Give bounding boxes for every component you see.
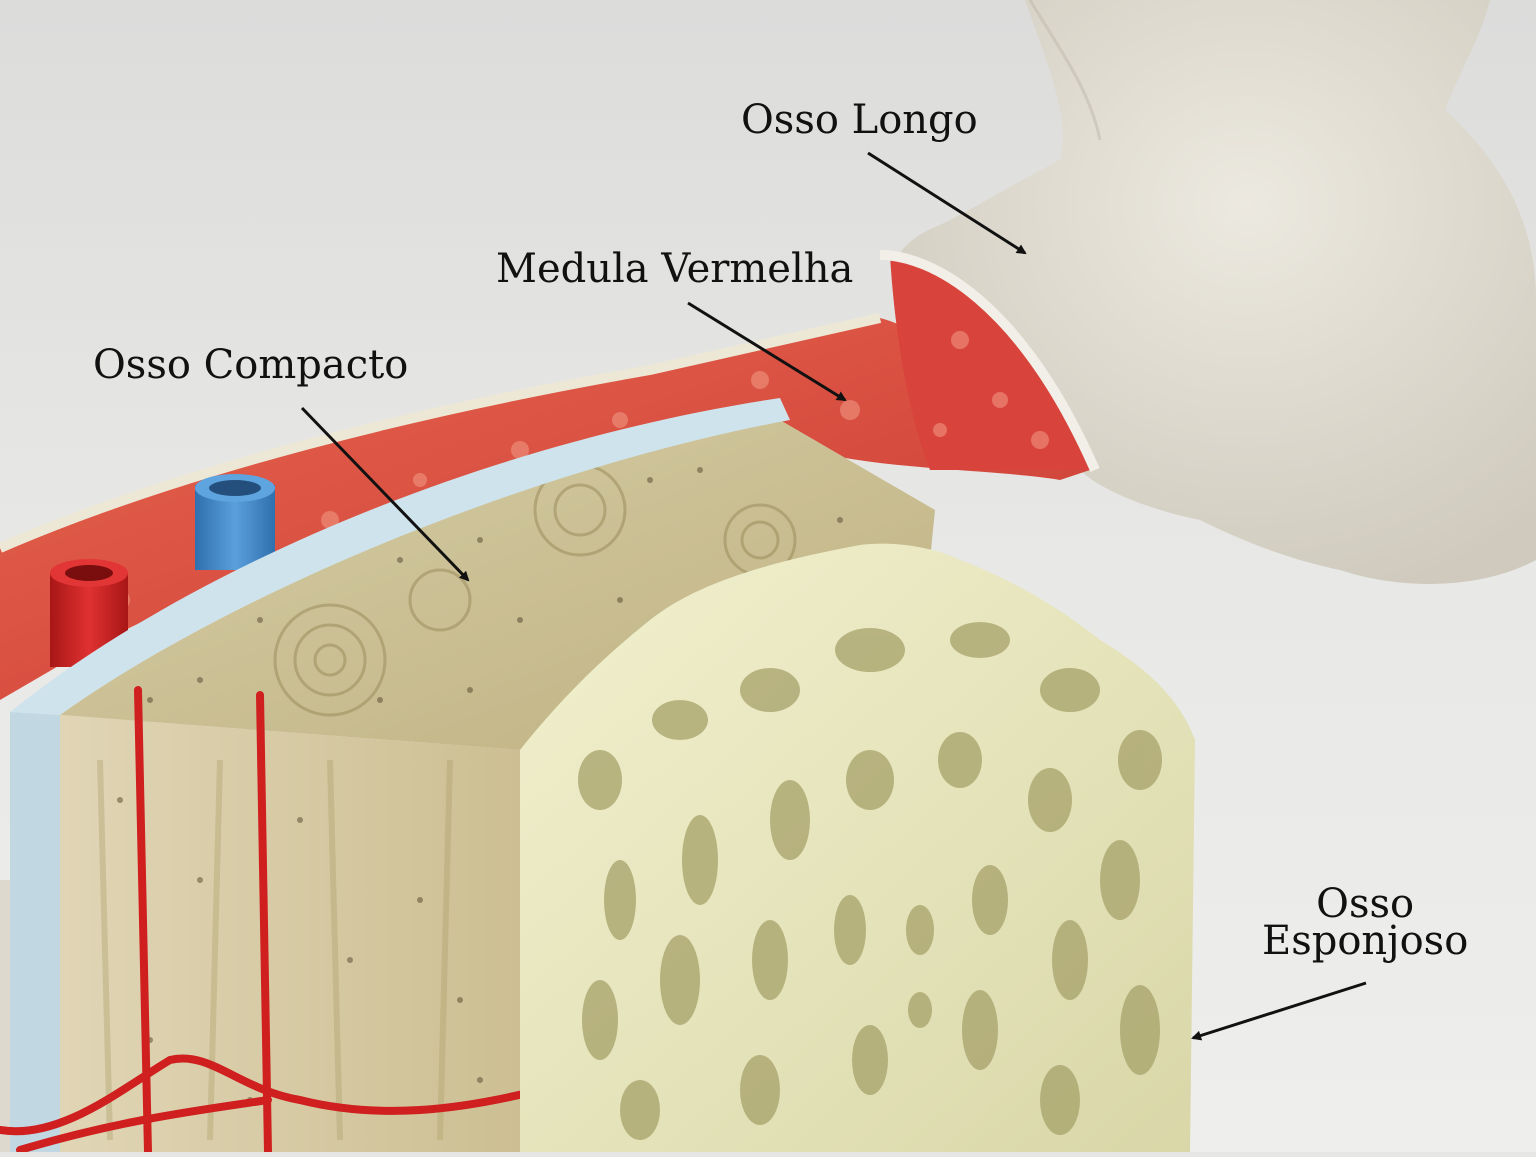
label-osso-esponjoso: Osso Esponjoso — [1262, 886, 1468, 960]
vein-tube — [195, 474, 275, 570]
label-osso-compacto: Osso Compacto — [93, 345, 408, 385]
label-medula-vermelha: Medula Vermelha — [496, 249, 853, 289]
label-osso-esponjoso-line2: Esponjoso — [1262, 923, 1468, 960]
label-osso-longo: Osso Longo — [741, 100, 978, 140]
